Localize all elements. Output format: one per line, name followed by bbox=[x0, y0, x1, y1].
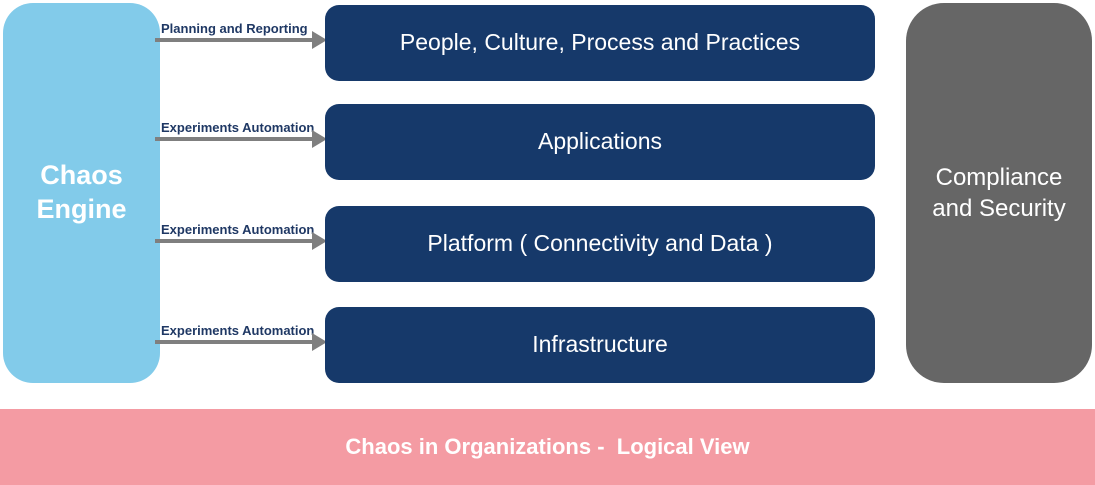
layer-row-people: Planning and Reporting People, Culture, … bbox=[0, 5, 1095, 81]
compliance-security-label: Compliance and Security bbox=[932, 163, 1066, 222]
compliance-security-box: Compliance and Security bbox=[906, 3, 1092, 383]
layer-box-people: People, Culture, Process and Practices bbox=[325, 5, 875, 81]
diagram-title: Chaos in Organizations - Logical View bbox=[345, 434, 750, 459]
layer-box-label: People, Culture, Process and Practices bbox=[399, 29, 801, 56]
arrow-shaft bbox=[155, 239, 314, 243]
layer-row-infrastructure: Experiments Automation Infrastructure bbox=[0, 307, 1095, 383]
layer-row-platform: Experiments Automation Platform ( Connec… bbox=[0, 206, 1095, 282]
arrow-label: Experiments Automation bbox=[161, 120, 315, 135]
arrow-shaft bbox=[155, 340, 314, 344]
arrow-right-icon bbox=[312, 232, 327, 250]
layer-box-label: Infrastructure bbox=[532, 331, 668, 358]
arrow-shaft bbox=[155, 137, 314, 141]
layer-box-label: Applications bbox=[537, 128, 663, 155]
title-banner: Chaos in Organizations - Logical View bbox=[0, 409, 1095, 485]
arrow-label: Experiments Automation bbox=[161, 222, 315, 237]
layer-box-infrastructure: Infrastructure bbox=[325, 307, 875, 383]
layer-box-platform: Platform ( Connectivity and Data ) bbox=[325, 206, 875, 282]
arrow-label: Experiments Automation bbox=[161, 323, 315, 338]
layer-box-label: Platform ( Connectivity and Data ) bbox=[427, 230, 773, 257]
chaos-engine-label: Chaos Engine bbox=[36, 160, 127, 224]
arrow-experiments-automation: Experiments Automation bbox=[155, 307, 327, 383]
arrow-label: Planning and Reporting bbox=[161, 21, 308, 36]
arrow-shaft bbox=[155, 38, 314, 42]
layer-row-applications: Experiments Automation Applications bbox=[0, 104, 1095, 180]
arrow-right-icon bbox=[312, 130, 327, 148]
arrow-experiments-automation: Experiments Automation bbox=[155, 104, 327, 180]
arrow-right-icon bbox=[312, 333, 327, 351]
arrow-planning-and-reporting: Planning and Reporting bbox=[155, 5, 327, 81]
layer-box-applications: Applications bbox=[325, 104, 875, 180]
arrow-experiments-automation: Experiments Automation bbox=[155, 206, 327, 282]
arrow-right-icon bbox=[312, 31, 327, 49]
chaos-engine-box: Chaos Engine bbox=[3, 3, 160, 383]
